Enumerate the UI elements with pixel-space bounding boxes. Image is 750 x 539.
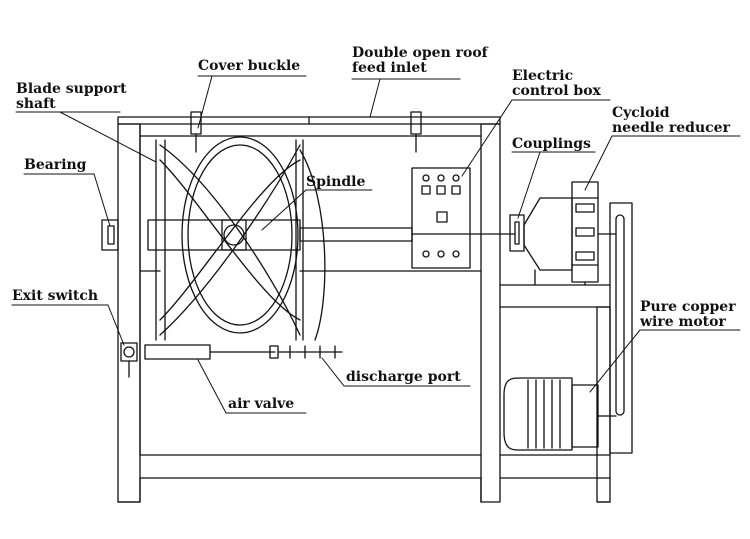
leader-lines [11, 75, 741, 414]
label-cycloid-needle-reducer: Cycloid needle reducer [612, 105, 730, 136]
label-air-valve: air valve [228, 396, 295, 412]
label-discharge-port: discharge port [346, 369, 461, 385]
label-feed-inlet: Double open roof feed inlet [352, 45, 488, 76]
cover-buckles [190, 111, 422, 153]
reducer-assembly [509, 181, 617, 286]
control-box [411, 167, 471, 269]
label-cover-buckle: Cover buckle [198, 58, 301, 74]
label-couplings: Couplings [512, 136, 591, 152]
label-exit-switch: Exit switch [12, 288, 99, 304]
label-electric-control-box: Electric control box [512, 68, 601, 99]
motor [503, 377, 617, 451]
ribbon-blades [155, 136, 326, 341]
drive-frame [499, 202, 633, 503]
main-frame [117, 116, 501, 503]
label-pure-copper-wire-motor: Pure copper wire motor [640, 299, 736, 330]
label-bearing: Bearing [24, 157, 87, 173]
label-blade-support-shaft: Blade support shaft [16, 81, 127, 112]
exit-switch [120, 342, 138, 378]
label-spindle: Spindle [306, 174, 366, 190]
main-shaft [101, 219, 516, 251]
discharge-assembly [144, 344, 343, 360]
